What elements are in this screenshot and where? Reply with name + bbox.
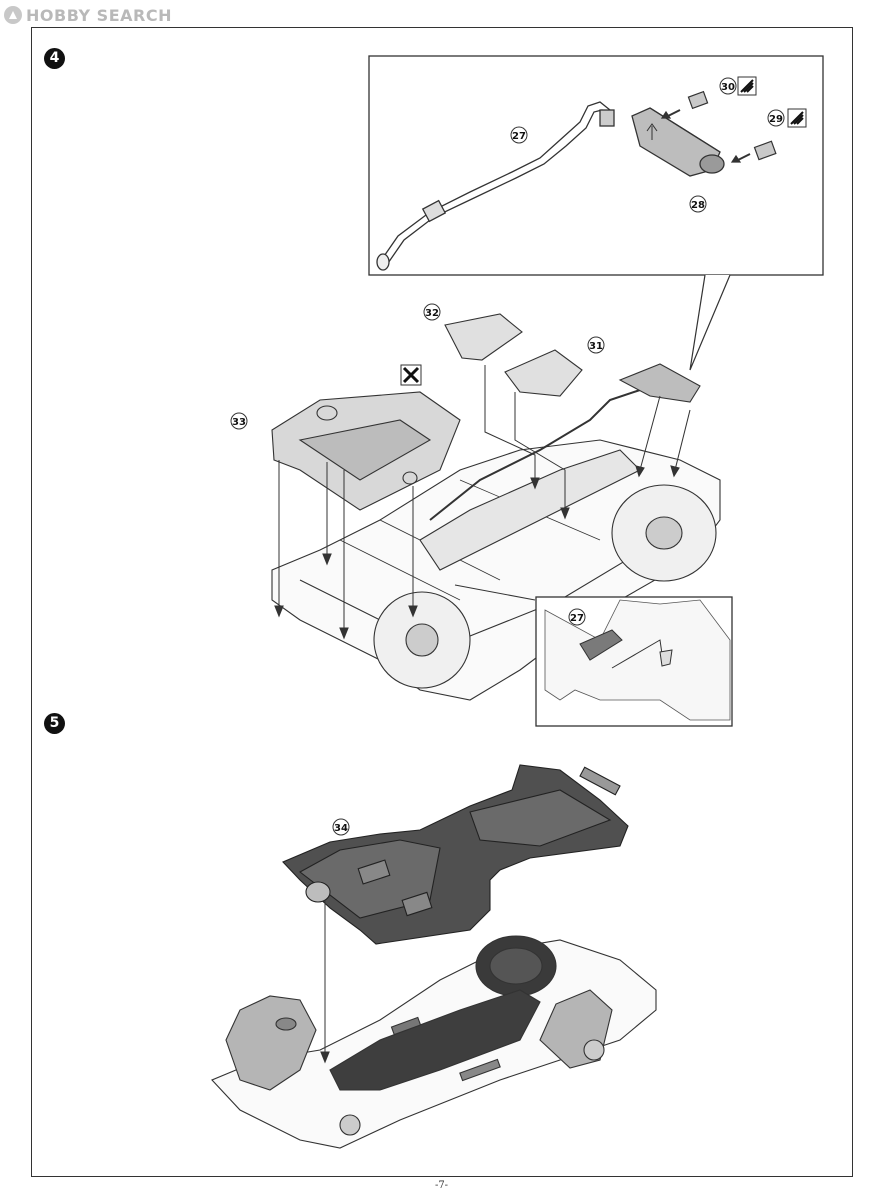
watermark: HOBBY SEARCH — [4, 4, 172, 26]
part-33-label: 33 — [232, 417, 246, 428]
instruction-sheet — [31, 27, 853, 1177]
step-4-chassis — [271, 313, 721, 701]
part-32-label: 32 — [425, 308, 439, 319]
muffler-part — [631, 107, 725, 177]
part-27-label: 27 — [512, 131, 526, 142]
do-not-glue-icon — [400, 364, 422, 386]
hobby-search-logo-icon — [4, 6, 22, 24]
step-5-chassis — [211, 900, 657, 1149]
watermark-text: HOBBY SEARCH — [26, 5, 172, 25]
part-31-label: 31 — [589, 341, 603, 352]
part-28-label: 28 — [691, 200, 705, 211]
paint-marker-icon — [737, 76, 757, 96]
part-30-label: 30 — [721, 82, 735, 93]
paint-marker-icon — [787, 108, 807, 128]
exhaust-detail-inset: 27 28 29 30 — [368, 55, 824, 371]
part-29-label: 29 — [769, 114, 783, 125]
exhaust-pipe-part — [376, 101, 615, 271]
page-number: -7- — [434, 1180, 449, 1191]
step-4-badge: 4 — [44, 48, 65, 69]
tailpipe-tips — [660, 90, 777, 163]
step-5-floor-mat — [282, 764, 629, 945]
part-27-detail-label: 27 — [570, 613, 584, 624]
hanger-detail-inset: 27 — [454, 584, 733, 727]
part-34-label: 34 — [334, 823, 348, 834]
step-5-badge: 5 — [44, 713, 65, 734]
